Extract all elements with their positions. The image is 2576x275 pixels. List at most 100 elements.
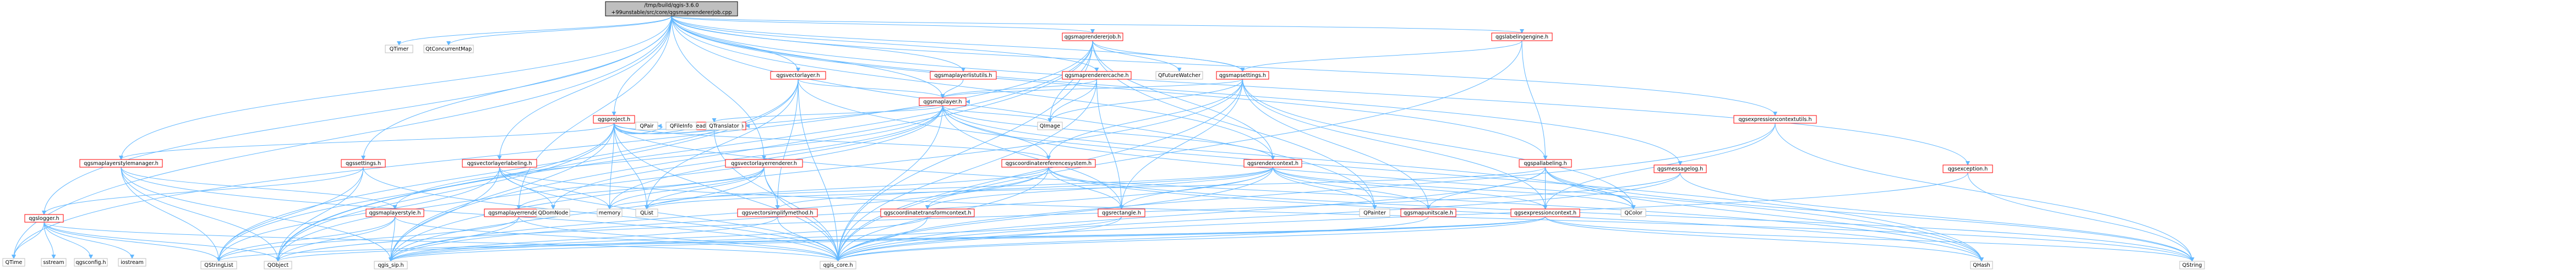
edge-qgsmaprenderercache_h-to-qgsmaplayer_h: [940, 79, 1097, 98]
node-qgspallabeling_h[interactable]: qgspallabeling.h: [1519, 159, 1572, 168]
node-qgscoordinatetransformcontext_h[interactable]: qgscoordinatetransformcontext.h: [880, 208, 975, 217]
node-qgsvectorlayerrenderer_h[interactable]: qgsvectorlayerrenderer.h: [725, 159, 803, 168]
node-box-qgscoordinatereferencesystem_h: [1001, 159, 1096, 168]
edge-qgsvectorsimplifymethod_h-to-qgis_core_h: [777, 216, 841, 262]
node-box-QHash: [1970, 261, 1993, 270]
node-box-qgsexpressioncontextutils_h: [1733, 115, 1817, 124]
edge-qgsrectangle_h-to-qgis_sip_h: [389, 216, 1122, 262]
node-QColor: QColor: [1620, 208, 1646, 217]
node-qgsmapunitscale_h[interactable]: qgsmapunitscale.h: [1400, 208, 1456, 217]
edge-qgscoordinatereferencesystem_h-to-QString: [1048, 167, 2195, 262]
edge-root-to-qgsvectorlayerrenderer_h: [671, 15, 766, 160]
edge-qgsexception_h-to-QString: [1967, 172, 2195, 262]
node-qgsmaplayerstylemanager_h[interactable]: qgsmaplayerstylemanager.h: [79, 159, 163, 168]
node-QList: QList: [635, 208, 658, 217]
node-label-qgssettings_h-0: qgssettings.h: [346, 161, 381, 167]
node-QTime: QTime: [2, 258, 25, 267]
node-label-qgsrectangle_h-0: qgsrectangle.h: [1102, 210, 1141, 216]
node-box-QColor: [1620, 208, 1646, 217]
node-label-qgis_sip_h-0: qgis_sip.h: [378, 262, 403, 268]
node-box-qgslabelingengine_h: [1491, 32, 1553, 41]
edge-qgsmaplayer_h-to-QColor: [942, 105, 1636, 210]
edge-root-to-qgsmaprendererjob_h: [671, 15, 1095, 34]
node-box-qgsmaplayer_h: [919, 97, 967, 106]
node-qgsexception_h[interactable]: qgsexception.h: [1942, 164, 1993, 173]
node-box-QTime: [2, 258, 25, 267]
node-qgsmaplayer_h[interactable]: qgsmaplayer.h: [919, 97, 967, 106]
node-box-qgsrendercontext_h: [1243, 159, 1302, 168]
node-QTranslator: QTranslator: [706, 122, 743, 130]
edge-root-to-qgsmessagelog_h: [671, 15, 1683, 166]
edge-qgssettings_h-to-QStringList: [216, 167, 364, 262]
node-root[interactable]: /tmp/build/qgis-3.6.0+99unstable/src/cor…: [605, 1, 738, 16]
node-label-QPair-0: QPair: [640, 123, 653, 129]
node-box-qgsmaplayerstyle_h: [365, 208, 424, 217]
node-box-qgsmaprenderercache_h: [1062, 71, 1132, 80]
node-qgsrendercontext_h[interactable]: qgsrendercontext.h: [1243, 159, 1302, 168]
node-qgsmapsettings_h[interactable]: qgsmapsettings.h: [1216, 71, 1269, 80]
edge-qgsvectorlayer_h-to-QObject: [276, 79, 799, 262]
edge-qgsmaplayer_h-to-qgsmaplayerstyle_h: [392, 105, 943, 210]
node-label-qgsvectorlayerrenderer_h-0: qgsvectorlayerrenderer.h: [731, 161, 797, 167]
edge-root-to-QTime: [12, 15, 672, 259]
edge-qgssettings_h-to-QObject: [276, 167, 364, 262]
edge-qgsvectorlayerlabeling_h-to-QDomNode: [499, 167, 555, 210]
edge-qgsmaplayerrenderer_h-to-QStringList: [216, 216, 519, 262]
edge-qgsmessagelog_h-to-qgis_core_h: [836, 172, 1680, 262]
node-box-qgssettings_h: [341, 159, 386, 168]
node-qgsvectorsimplifymethod_h[interactable]: qgsvectorsimplifymethod.h: [737, 208, 818, 217]
node-qgslogger_h[interactable]: qgslogger.h: [24, 214, 64, 223]
edge-root-to-qgsmapsettings_h: [671, 15, 1245, 72]
node-qgscoordinatereferencesystem_h[interactable]: qgscoordinatereferencesystem.h: [1001, 159, 1096, 168]
node-qgsexpressioncontext_h[interactable]: qgsexpressioncontext.h: [1510, 208, 1580, 217]
node-qgsrectangle_h[interactable]: qgsrectangle.h: [1098, 208, 1145, 217]
node-QObject: QObject: [264, 261, 292, 270]
node-label-qgsmaplayerlistutils_h-0: qgsmaplayerlistutils.h: [935, 73, 992, 79]
node-box-QFutureWatcher: [1155, 71, 1203, 80]
node-label-QFutureWatcher-0: QFutureWatcher: [1158, 73, 1200, 79]
node-qgsmaplayerlistutils_h[interactable]: qgsmaplayerlistutils.h: [930, 71, 997, 80]
node-label-qgsmapunitscale_h-0: qgsmapunitscale.h: [1404, 210, 1453, 216]
edge-root-to-qgsexpressioncontextutils_h: [671, 15, 1777, 116]
edge-qgsmaprendererjob_h-to-QObject: [276, 40, 1093, 262]
node-QPainter: QPainter: [1359, 208, 1390, 217]
edge-qgsmaplayerstylemanager_h-to-QStringList: [121, 167, 221, 262]
node-label-qgsexception_h-0: qgsexception.h: [1948, 166, 1988, 172]
edge-qgsrendercontext_h-to-memory: [607, 167, 1273, 210]
edge-qgsmaplayer_h-to-QImage: [942, 105, 1052, 123]
node-box-QTranslator: [706, 122, 743, 130]
node-qgsmaprenderercache_h[interactable]: qgsmaprenderercache.h: [1062, 71, 1132, 80]
node-qgsmessagelog_h[interactable]: qgsmessagelog.h: [1653, 164, 1707, 173]
edge-qgsproject_h-to-memory: [607, 123, 614, 210]
node-label-qgsexpressioncontextutils_h-0: qgsexpressioncontextutils.h: [1738, 117, 1811, 123]
node-qgsmaprendererjob_h[interactable]: qgsmaprendererjob.h: [1062, 32, 1123, 41]
edge-qgsmaplayer_h-to-memory: [607, 105, 943, 210]
edge-qgsmaplayer_h-to-QHash: [942, 105, 1984, 262]
node-box-qgsmaplayerstylemanager_h: [79, 159, 163, 168]
node-label-QImage-0: QImage: [1040, 123, 1060, 129]
node-qgslabelingengine_h[interactable]: qgslabelingengine.h: [1491, 32, 1553, 41]
node-box-qgsmapsettings_h: [1216, 71, 1269, 80]
node-qgsproject_h[interactable]: qgsproject.h: [593, 115, 635, 124]
edge-qgsvectorlayerlabeling_h-to-QStringList: [216, 167, 500, 262]
node-label-QTime-0: QTime: [6, 260, 23, 266]
edge-qgscoordinatereferencesystem_h-to-qgscoordinatetransformcontext_h: [925, 167, 1049, 210]
edge-qgsproject_h-to-qgis_core_h: [614, 123, 841, 262]
node-label-qgspallabeling_h-0: qgspallabeling.h: [1524, 161, 1567, 167]
node-qgsvectorlayerlabeling_h[interactable]: qgsvectorlayerlabeling.h: [462, 159, 537, 168]
edge-root-to-QTimer: [397, 15, 672, 46]
node-qgsvectorlayer_h[interactable]: qgsvectorlayer.h: [770, 71, 826, 80]
node-qgsexpressioncontextutils_h[interactable]: qgsexpressioncontextutils.h: [1733, 115, 1817, 124]
node-qgssettings_h[interactable]: qgssettings.h: [341, 159, 386, 168]
node-QStringList: QStringList: [200, 261, 237, 270]
node-qgsmaplayerstyle_h[interactable]: qgsmaplayerstyle.h: [365, 208, 424, 217]
edge-qgsexpressioncontext_h-to-QHash: [1545, 216, 1984, 262]
edge-qgsvectorlayerlabeling_h-to-qgis_sip_h: [389, 167, 500, 262]
edge-qgsvectorlayerlabeling_h-to-QString: [499, 167, 2195, 262]
node-label-QColor-0: QColor: [1624, 210, 1642, 216]
edge-qgsproject_h-to-qgsmaplayerstylemanager_h: [119, 123, 614, 160]
node-box-QPair: [635, 122, 658, 130]
node-label-qgsmaplayerrenderer_h-0: qgsmaplayerrenderer.h: [488, 210, 549, 216]
edge-qgsexpressioncontextutils_h-to-qgis_core_h: [836, 123, 1776, 262]
node-label-QTimer-0: QTimer: [390, 46, 409, 52]
